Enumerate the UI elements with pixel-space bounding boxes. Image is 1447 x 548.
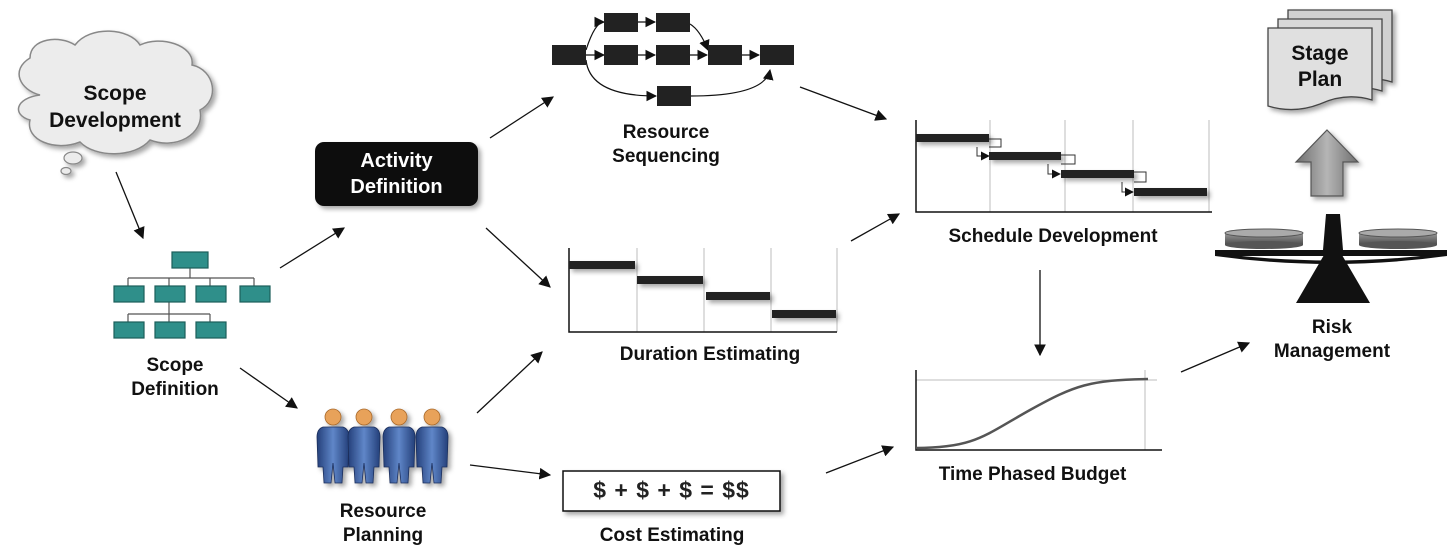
resource-sequencing-label: Resource Sequencing (612, 122, 720, 167)
people-icon (316, 408, 449, 484)
arrow-budget-to-risk (1180, 341, 1251, 373)
activity-definition-box (315, 142, 478, 206)
time-phased-budget-label: Time Phased Budget (938, 464, 1127, 485)
resource-planning-label: Resource Planning (339, 501, 427, 546)
schedule-development-label: Schedule Development (948, 226, 1158, 247)
arrow-activity-to-sequencing (489, 96, 554, 139)
document-stack-icon (1267, 9, 1393, 111)
cost-estimating-box (562, 470, 781, 512)
arrow-cost-to-budget (825, 445, 895, 474)
person-figure (347, 408, 381, 484)
arrow-activity-to-duration (485, 227, 551, 288)
gantt-chart-icon (915, 120, 1212, 213)
scope-development-label: Scope Development (49, 82, 181, 132)
person-figure (415, 408, 449, 484)
s-curve-icon (915, 370, 1162, 451)
arrow-sequencing-to-schedule (799, 86, 888, 121)
arrow-scopedev-to-scopedef (115, 171, 145, 240)
risk-management-label: Risk Management (1273, 317, 1391, 362)
cost-estimating-label: Cost Estimating (599, 525, 745, 546)
org-chart-icon (113, 251, 271, 339)
activity-definition-label: Activity Definition (350, 150, 443, 198)
person-figure (316, 408, 350, 484)
arrow-planning-to-duration (476, 351, 543, 414)
arrow-planning-to-cost (469, 464, 552, 480)
balance-scale-icon (1215, 214, 1447, 303)
gantt-chart-icon (568, 248, 838, 333)
up-arrow-icon (1294, 129, 1360, 197)
network-diagram-icon (552, 13, 794, 106)
cost-formula: $ + $ + $ = $$ (593, 477, 750, 503)
scope-definition-label: Scope Definition (131, 355, 219, 400)
arrow-scopedef-to-planning (239, 367, 298, 409)
person-figure (382, 408, 416, 484)
arrow-scopedef-to-activity (279, 227, 345, 269)
stage-plan-label: Stage Plan (1291, 42, 1349, 91)
arrow-duration-to-schedule (850, 213, 901, 242)
duration-estimating-label: Duration Estimating (619, 344, 801, 365)
cloud-icon (17, 30, 214, 176)
